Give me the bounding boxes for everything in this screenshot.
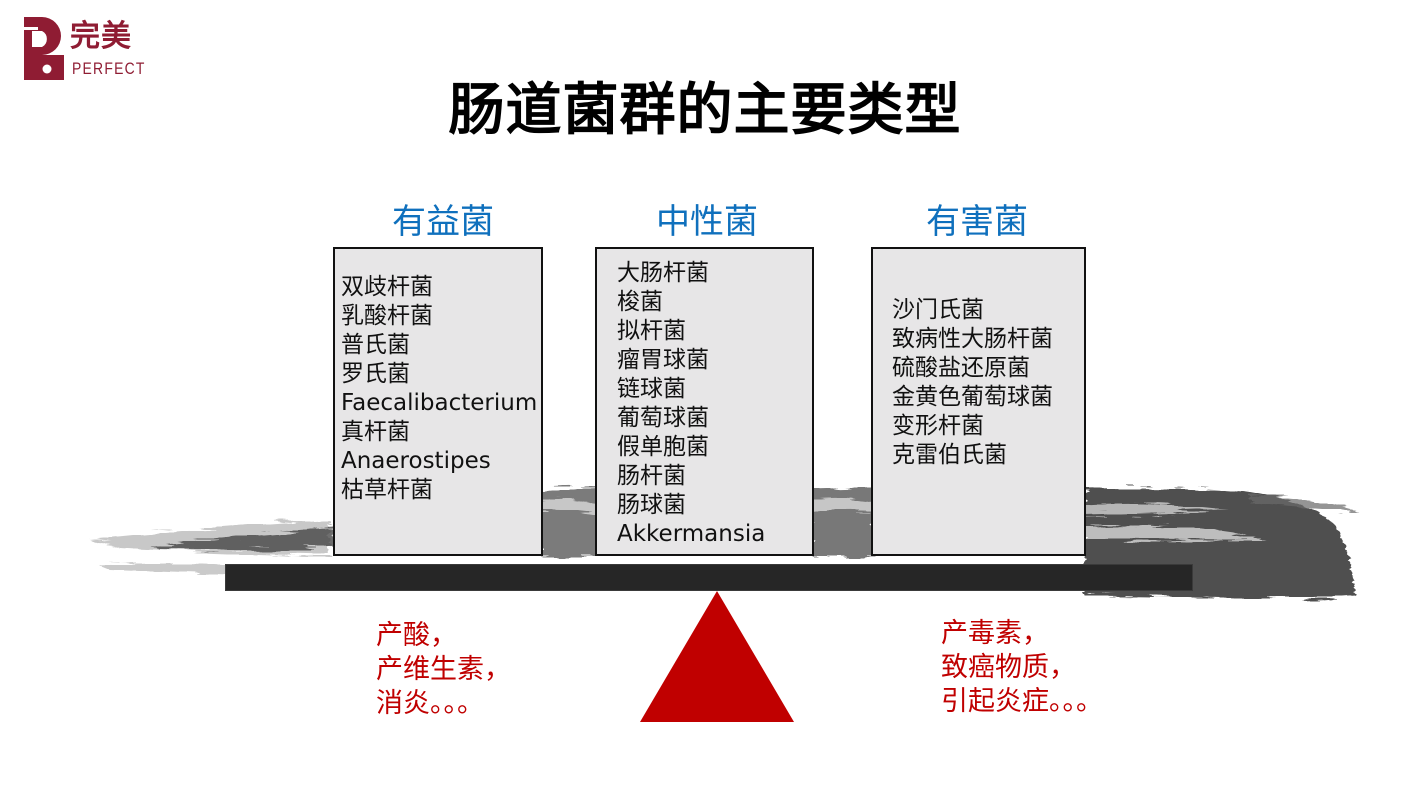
list-item: 瘤胃球菌 <box>617 347 709 373</box>
effect-line: 引起炎症。。。 <box>941 686 1103 717</box>
perfect-logo: 完美 PERFECT <box>24 17 154 83</box>
list-item: 枯草杆菌 <box>341 477 433 503</box>
effect-line: 产酸， <box>376 620 457 651</box>
harmful-bacteria-list: 沙门氏菌 致病性大肠杆菌 硫酸盐还原菌 金黄色葡萄球菌 变形杆菌 克雷伯氏菌 <box>892 296 1053 470</box>
fulcrum-triangle-icon <box>640 591 794 722</box>
list-item: 普氏菌 <box>341 332 410 358</box>
list-item: 乳酸杆菌 <box>341 303 433 329</box>
list-item: 葡萄球菌 <box>617 405 709 431</box>
list-item: 沙门氏菌 <box>892 297 984 323</box>
group-title-neutral: 中性菌 <box>656 202 758 242</box>
harmful-effects-text: 产毒素， 致癌物质， 引起炎症。。。 <box>941 617 1103 719</box>
list-item: 肠球菌 <box>617 492 686 518</box>
list-item: 真杆菌 <box>341 419 410 445</box>
list-item: 罗氏菌 <box>341 361 410 387</box>
list-item: Akkermansia <box>617 521 766 547</box>
beneficial-bacteria-box: 双歧杆菌 乳酸杆菌 普氏菌 罗氏菌 Faecalibacterium 真杆菌 A… <box>333 247 543 556</box>
logo-chinese-text: 完美 <box>70 19 132 54</box>
beneficial-bacteria-list: 双歧杆菌 乳酸杆菌 普氏菌 罗氏菌 Faecalibacterium 真杆菌 A… <box>341 273 537 505</box>
list-item: 金黄色葡萄球菌 <box>892 384 1053 410</box>
harmful-bacteria-box: 沙门氏菌 致病性大肠杆菌 硫酸盐还原菌 金黄色葡萄球菌 变形杆菌 克雷伯氏菌 <box>871 247 1086 556</box>
effect-line: 消炎。。。 <box>376 688 484 719</box>
group-title-beneficial: 有益菌 <box>392 202 494 242</box>
list-item: 克雷伯氏菌 <box>892 442 1007 468</box>
beneficial-effects-text: 产酸， 产维生素， 消炎。。。 <box>376 619 511 721</box>
list-item: 变形杆菌 <box>892 413 984 439</box>
effect-line: 产毒素， <box>941 618 1049 649</box>
group-title-harmful: 有害菌 <box>926 202 1028 242</box>
slide-title: 肠道菌群的主要类型 <box>448 78 962 143</box>
logo-p-mark-icon <box>24 17 64 80</box>
list-item: 硫酸盐还原菌 <box>892 355 1030 381</box>
list-item: 致病性大肠杆菌 <box>892 326 1053 352</box>
list-item: Faecalibacterium <box>341 390 538 416</box>
list-item: 梭菌 <box>617 289 663 315</box>
neutral-bacteria-list: 大肠杆菌 梭菌 拟杆菌 瘤胃球菌 链球菌 葡萄球菌 假单胞菌 肠杆菌 肠球菌 A… <box>617 259 765 549</box>
logo-english-text: PERFECT <box>72 59 146 78</box>
neutral-bacteria-box: 大肠杆菌 梭菌 拟杆菌 瘤胃球菌 链球菌 葡萄球菌 假单胞菌 肠杆菌 肠球菌 A… <box>595 247 814 556</box>
list-item: 双歧杆菌 <box>341 274 433 300</box>
list-item: 拟杆菌 <box>617 318 686 344</box>
list-item: 大肠杆菌 <box>617 260 709 286</box>
effect-line: 致癌物质， <box>941 652 1076 683</box>
balance-beam <box>225 564 1193 591</box>
list-item: Anaerostipes <box>341 448 491 474</box>
effect-line: 产维生素， <box>376 654 511 685</box>
list-item: 肠杆菌 <box>617 463 686 489</box>
list-item: 链球菌 <box>617 376 686 402</box>
list-item: 假单胞菌 <box>617 434 709 460</box>
